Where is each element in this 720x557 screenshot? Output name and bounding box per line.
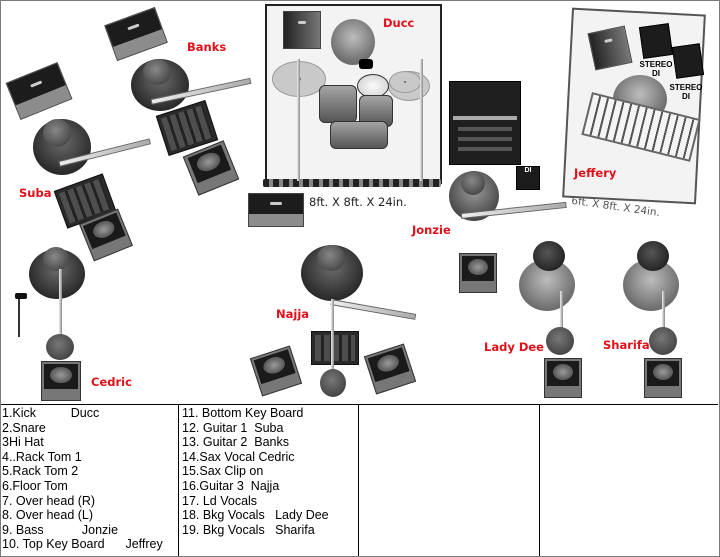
musician-najja-head [317, 245, 345, 271]
input-list-item: 11. Bottom Key Board [182, 406, 304, 420]
input-list-item: 12. Guitar 1 Suba [182, 420, 284, 435]
input-list-item: 10. Top Key Board Jeffrey [2, 537, 163, 552]
pedalboard-najja [311, 331, 359, 365]
input-list-item: 16.Guitar 3 Najja [182, 478, 280, 493]
stereo-di-1-label: STEREO DI [639, 60, 673, 78]
label-banks: Banks [187, 40, 227, 54]
input-list-item: 1.Kick Ducc [2, 406, 100, 420]
input-list-item: 9. Bass Jonzie [2, 522, 119, 537]
label-jeffery: Jeffery [574, 166, 617, 180]
overhead-stand-left [297, 59, 300, 181]
label-suba: Suba [19, 186, 52, 200]
input-list-column-3 [358, 405, 539, 556]
musician-lady-dee-head [533, 241, 565, 271]
input-list-item: 17. Ld Vocals [182, 493, 258, 508]
monitor-wedge-sharifa [644, 358, 682, 398]
sax-clip-mic [13, 293, 31, 339]
mic-stand-base-lady-dee [546, 327, 574, 355]
label-cedric: Cedric [91, 375, 132, 389]
input-list-column-4 [539, 405, 718, 556]
drum-riser-size: 8ft. X 8ft. X 24in. [309, 195, 407, 209]
input-list-item: 6.Floor Tom [2, 478, 68, 493]
stereo-di-2-label: STEREO DI [669, 83, 703, 101]
monitor-wedge-lady-dee [544, 358, 582, 398]
drum-fill-monitor [283, 11, 321, 49]
mic-stand-base-najja [320, 369, 346, 397]
mic-stand-lady-dee [560, 291, 563, 335]
monitor-wedge-cedric [41, 361, 81, 401]
drum-riser-truss [263, 179, 441, 187]
mic-stand-base-sharifa [649, 327, 677, 355]
input-list-item: 14.Sax Vocal Cedric [182, 449, 295, 464]
musician-banks-head [143, 59, 171, 85]
cymbal-right-small [389, 71, 421, 93]
stereo-di-2 [671, 43, 705, 79]
input-list-item: 15.Sax Clip on [182, 464, 264, 479]
input-list-item: 19. Bkg Vocals Sharifa [182, 522, 315, 537]
input-list-item: 13. Guitar 2 Banks [182, 435, 290, 450]
di-box-bass: DI [516, 166, 540, 190]
input-list-item: 2.Snare [2, 420, 46, 435]
input-list-item: 5.Rack Tom 2 [2, 464, 79, 479]
kick-drum [330, 121, 388, 149]
musician-cedric-head [43, 247, 69, 271]
label-najja: Najja [276, 307, 310, 321]
di-box-label: DI [524, 167, 532, 174]
guitar-amp-najja [248, 193, 304, 227]
input-list-item: 4..Rack Tom 1 [2, 449, 82, 464]
input-list-item: 3Hi Hat [2, 435, 44, 450]
guitar-najja [330, 299, 417, 320]
snare-drum [357, 74, 389, 98]
monitor-wedge-najja-right [363, 343, 417, 395]
stage-plot: Banks Suba Ducc 8ft. X 8ft. X 24in. DI J… [1, 1, 719, 403]
key-monitor [587, 25, 633, 71]
label-ducc: Ducc [383, 16, 415, 30]
musician-ducc [331, 19, 375, 65]
musician-jonzie-head [461, 171, 485, 195]
drum-throne [359, 59, 373, 69]
input-list-item: 18. Bkg Vocals Lady Dee [182, 508, 329, 523]
stereo-di-1 [638, 23, 674, 59]
label-jonzie: Jonzie [412, 223, 451, 237]
guitar-amp-suba [5, 61, 73, 121]
mic-stand-najja [331, 299, 334, 375]
input-list-item: 7. Over head (R) [2, 493, 96, 508]
monitor-wedge-najja-left [249, 345, 303, 397]
mic-stand-sharifa [662, 291, 665, 335]
musician-sharifa-head [637, 241, 669, 271]
guitar-amp-banks [104, 6, 168, 62]
monitor-wedge-jonzie [459, 253, 497, 293]
overhead-stand-right [420, 59, 423, 181]
bass-amp-jonzie [449, 81, 521, 165]
mic-stand-base-cedric [46, 334, 74, 360]
musician-suba-head [43, 119, 71, 147]
label-lady-dee: Lady Dee [484, 340, 544, 354]
mic-stand-cedric [59, 269, 62, 343]
input-list-item: 8. Over head (L) [2, 508, 94, 523]
rack-tom-1 [319, 85, 357, 123]
label-sharifa: Sharifa [603, 338, 650, 352]
